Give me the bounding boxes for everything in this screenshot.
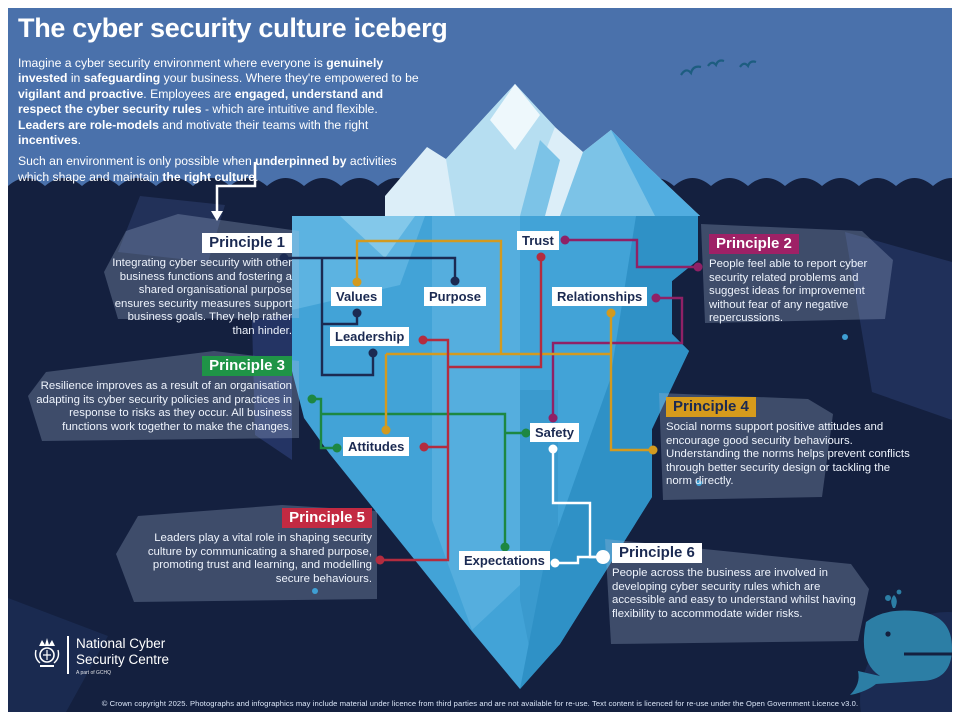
whale-icon: [850, 589, 952, 695]
connector-p4: [352, 239, 658, 455]
iceberg-label-trust: Trust: [517, 231, 559, 250]
connector-dot: [332, 443, 342, 453]
connector-line: [609, 313, 649, 452]
connector-dot: [307, 394, 317, 404]
logo-line2: Security Centre: [76, 651, 170, 667]
connector-line: [322, 317, 359, 326]
iceberg-label-attitudes: Attitudes: [343, 437, 410, 456]
principle-2-body: People feel able to report cyber securit…: [709, 258, 868, 324]
connector-dot: [560, 235, 570, 245]
iceberg-label-leadership: Leadership: [330, 327, 410, 346]
connector-dot: [381, 425, 391, 435]
connector-dot: [279, 253, 289, 263]
principle-3-chip: Principle 3: [202, 356, 292, 376]
ncsc-logo: National Cyber Security Centre A part of…: [33, 636, 169, 676]
connector-line: [355, 239, 503, 354]
principle-5-chip: Principle 5: [282, 508, 372, 528]
connector-dot: [548, 413, 558, 423]
connector-dot: [521, 428, 531, 438]
connector-dot: [368, 348, 378, 358]
connector-dot: [352, 308, 362, 318]
connector-dot: [648, 445, 658, 455]
connector-p2: [548, 235, 703, 423]
connector-line: [557, 555, 599, 565]
connector-p1: [279, 253, 460, 377]
iceberg-label-purpose: Purpose: [424, 287, 487, 306]
principle-5-body: Leaders play a vital role in shaping sec…: [147, 532, 372, 585]
principle-4-chip: Principle 4: [666, 397, 756, 417]
page-title: The cyber security culture iceberg: [18, 13, 448, 43]
connector-line: [551, 450, 599, 559]
connector-dot: [536, 252, 546, 262]
principle-4-body: Social norms support positive attitudes …: [666, 421, 910, 487]
iceberg-label-expectations: Expectations: [459, 551, 550, 570]
principle-1-body: Integrating cyber security with other bu…: [112, 257, 292, 337]
connector-line: [321, 412, 507, 543]
principle-3-body: Resilience improves as a result of an or…: [36, 380, 292, 433]
principle-1-chip: Principle 1: [202, 233, 292, 253]
iceberg-above-water: [385, 84, 700, 216]
birds-icon: [680, 59, 757, 76]
intro-text: Imagine a cyber security environment whe…: [18, 56, 426, 191]
connector-line: [566, 238, 696, 269]
intro-paragraph-2: Such an environment is only possible whe…: [18, 154, 397, 184]
connector-line: [551, 296, 684, 415]
text-panels: [28, 214, 893, 644]
principle-5: Principle 5 Leaders play a vital role in …: [118, 508, 372, 586]
connector-p3: [307, 394, 531, 552]
connector-dot: [418, 335, 428, 345]
connector-dot: [651, 293, 661, 303]
connector-dot: [352, 277, 362, 287]
principle-2-chip: Principle 2: [709, 234, 799, 254]
connector-dot: [606, 308, 616, 318]
connector-line: [448, 258, 543, 369]
principle-6: Principle 6 People across the business ar…: [612, 543, 874, 621]
principle-6-chip: Principle 6: [612, 543, 702, 563]
principle-6-body: People across the business are involved …: [612, 567, 856, 620]
connector-line: [320, 258, 375, 377]
iceberg-label-relationships: Relationships: [552, 287, 648, 306]
logo-divider: [67, 636, 69, 674]
connector-dot: [550, 558, 560, 568]
principle-1: Principle 1 Integrating cyber security wi…: [112, 233, 292, 338]
principle-4: Principle 4 Social norms support positive…: [666, 397, 911, 489]
connector-dot: [419, 442, 429, 452]
logo-subtitle: A part of GCHQ: [76, 670, 112, 676]
connector-dot: [548, 444, 558, 454]
principle-3: Principle 3 Resilience improves as a resu…: [28, 356, 292, 434]
iceberg-label-values: Values: [331, 287, 383, 306]
logo-line1: National Cyber: [76, 636, 166, 651]
connector-dot: [693, 262, 703, 272]
connector-p6: [548, 444, 610, 568]
principle-2: Principle 2 People feel able to report cy…: [709, 234, 891, 326]
ncsc-crest-icon: [34, 638, 60, 667]
connector-dot: [375, 555, 385, 565]
down-arrow-icon: [211, 162, 257, 221]
connector-dot: [500, 542, 510, 552]
decor-dots: [312, 334, 848, 594]
connector-line: [383, 338, 450, 562]
connector-dot: [596, 550, 610, 564]
connector-line: [284, 256, 457, 277]
connector-line: [313, 397, 333, 450]
intro-paragraph-1: Imagine a cyber security environment whe…: [18, 56, 419, 148]
connector-p5: [375, 252, 546, 565]
iceberg-label-safety: Safety: [530, 423, 580, 442]
connector-dot: [450, 276, 460, 286]
copyright-footer: © Crown copyright 2025. Photographs and …: [101, 699, 859, 708]
